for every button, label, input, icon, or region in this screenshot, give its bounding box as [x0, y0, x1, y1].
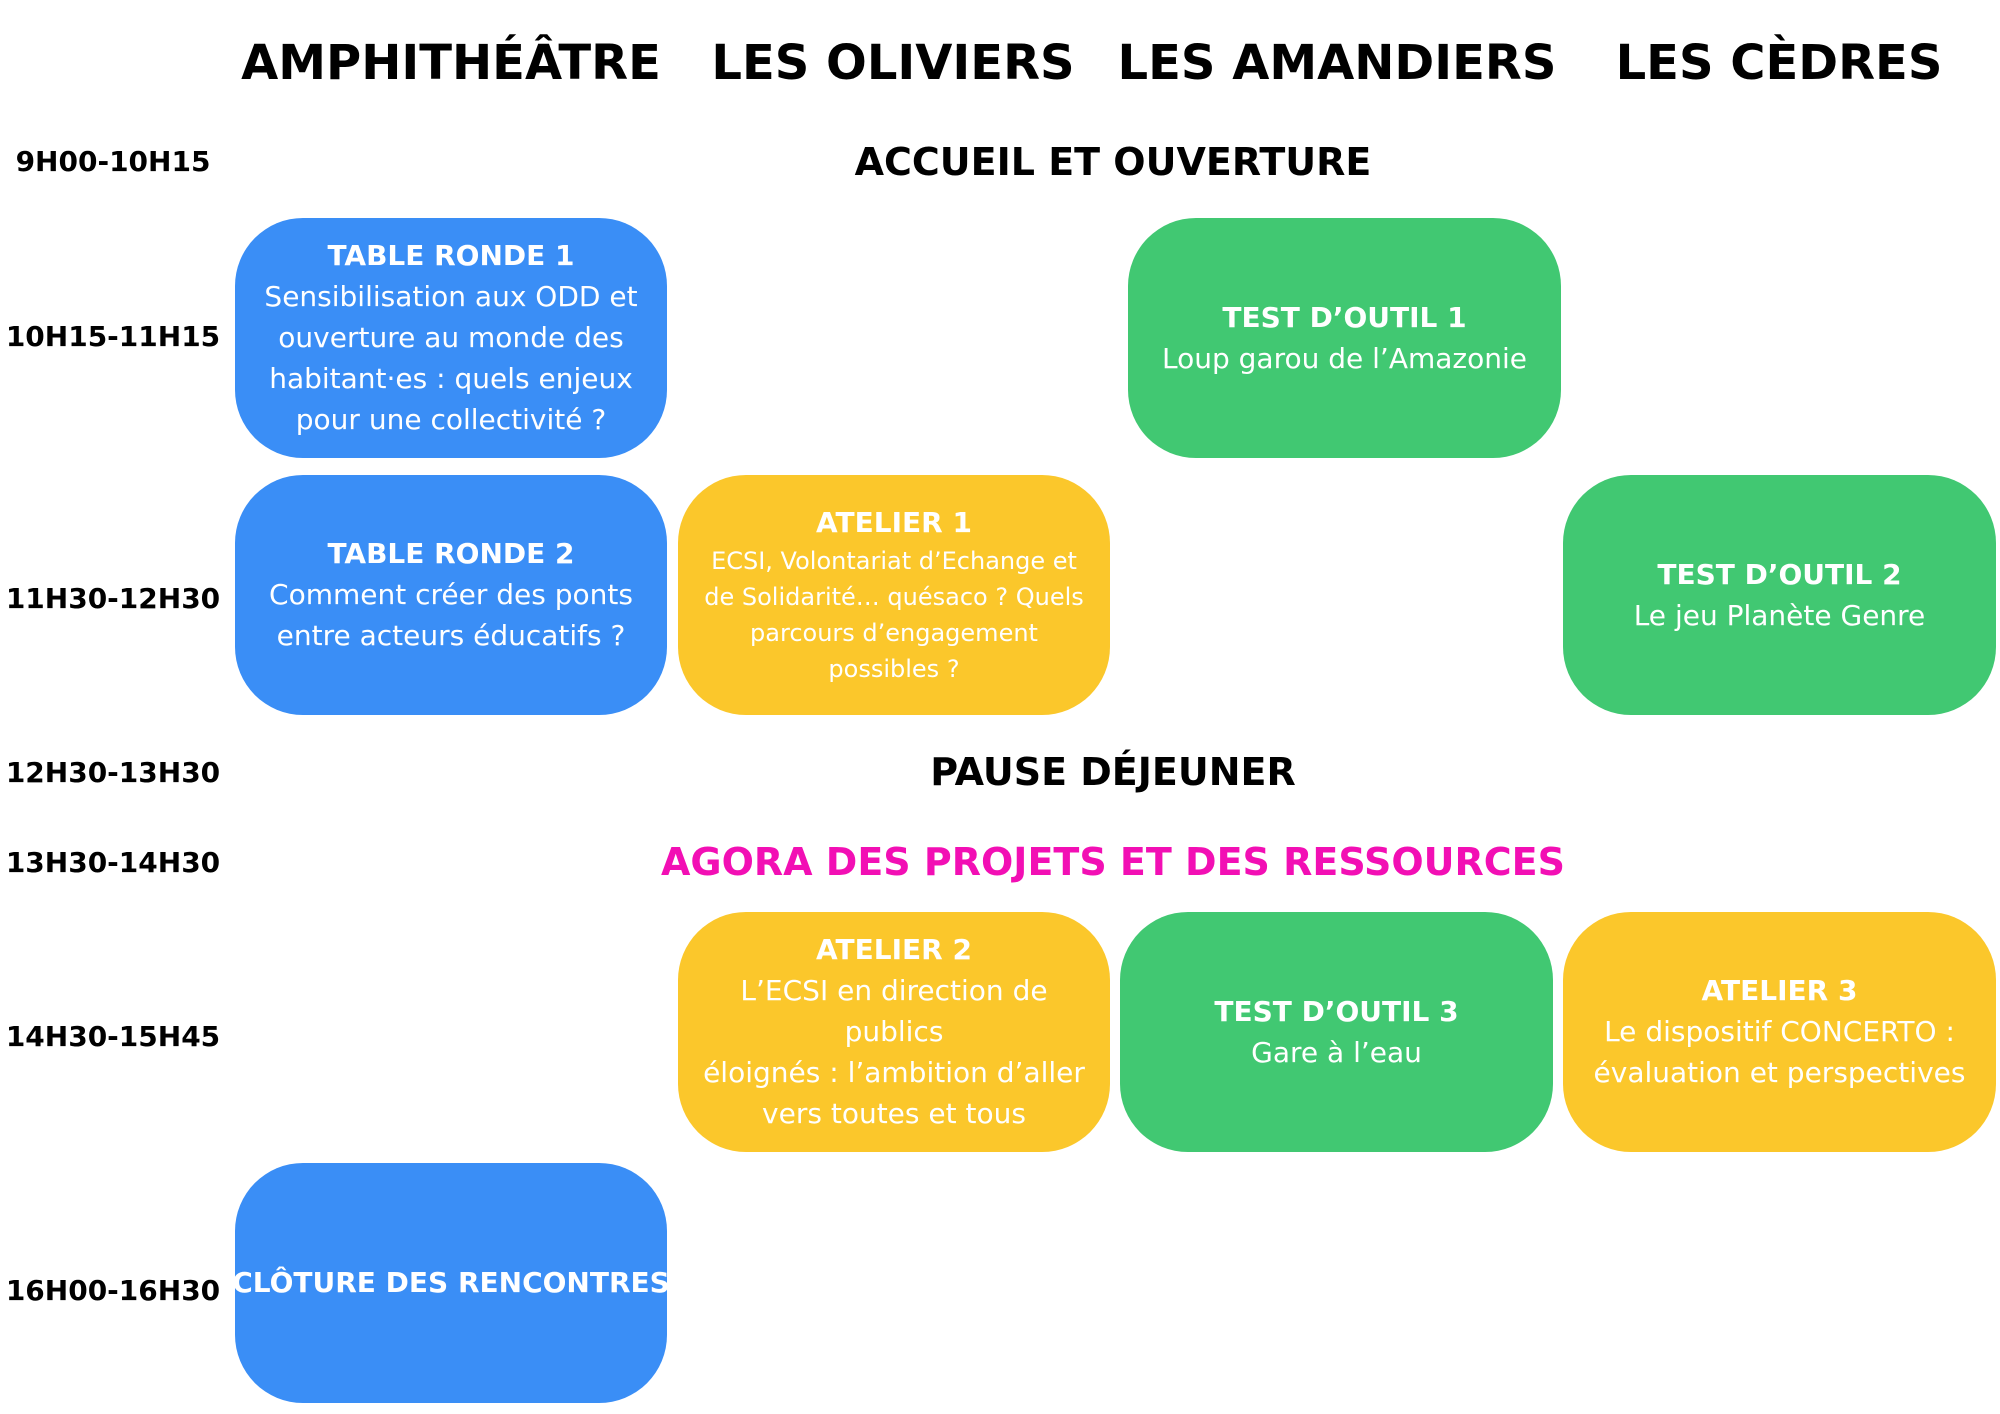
session-title: ATELIER 2 [816, 933, 972, 966]
room-header-les-cedres: LES CÈDRES [1615, 35, 1943, 91]
session-test-outil-3[interactable]: TEST D’OUTIL 3 Gare à l’eau [1120, 912, 1553, 1152]
room-header-les-amandiers: LES AMANDIERS [1117, 35, 1557, 91]
lunch-banner: PAUSE DÉJEUNER [930, 750, 1296, 794]
session-description-line: Gare à l’eau [1251, 1035, 1422, 1069]
time-slot-label: 16H00-16H30 [5, 1274, 221, 1307]
session-description-line: entre acteurs éducatifs ? [276, 619, 626, 652]
session-description-line: Le jeu Planète Genre [1633, 598, 1926, 632]
session-title: TABLE RONDE 1 [327, 239, 575, 272]
session-title: TEST D’OUTIL 3 [1214, 994, 1459, 1028]
session-table-ronde-2[interactable]: TABLE RONDE 2 Comment créer des ponts en… [235, 475, 667, 715]
session-description-line: de Solidarité… quésaco ? Quels [704, 583, 1084, 611]
session-description-line: vers toutes et tous [762, 1097, 1026, 1130]
session-atelier-1[interactable]: ATELIER 1 ECSI, Volontariat d’Echange et… [678, 475, 1110, 715]
session-title: TEST D’OUTIL 1 [1222, 300, 1467, 334]
time-slot-label: 9H00-10H15 [15, 145, 211, 178]
session-description-line: pour une collectivité ? [295, 403, 607, 436]
session-title: ATELIER 1 [816, 506, 972, 539]
session-description-line: Le dispositif CONCERTO : [1604, 1015, 1955, 1048]
session-atelier-3[interactable]: ATELIER 3 Le dispositif CONCERTO : évalu… [1563, 912, 1996, 1152]
session-description-line: Loup garou de l’Amazonie [1161, 341, 1527, 375]
session-description-line: habitant·es : quels enjeux [269, 362, 633, 395]
session-description-line: Comment créer des ponts [269, 578, 633, 611]
session-test-outil-1[interactable]: TEST D’OUTIL 1 Loup garou de l’Amazonie [1128, 218, 1561, 458]
session-atelier-2[interactable]: ATELIER 2 L’ECSI en direction de publics… [678, 912, 1110, 1152]
time-slot-label: 12H30-13H30 [5, 756, 221, 789]
session-description-line: L’ECSI en direction de publics [740, 974, 1048, 1048]
room-header-les-oliviers: LES OLIVIERS [711, 35, 1075, 91]
session-description-line: éloignés : l’ambition d’aller [703, 1056, 1085, 1089]
agora-banner: AGORA DES PROJETS ET DES RESSOURCES [660, 840, 1566, 884]
session-description-line: ECSI, Volontariat d’Echange et [711, 547, 1077, 575]
session-title: TEST D’OUTIL 2 [1657, 557, 1902, 591]
session-title: TABLE RONDE 2 [327, 537, 575, 570]
session-description-line: ouverture au monde des [278, 321, 624, 354]
session-cloture[interactable]: CLÔTURE DES RENCONTRES [232, 1163, 670, 1403]
time-slot-label: 11H30-12H30 [5, 582, 221, 615]
session-description-line: parcours d’engagement [750, 619, 1038, 647]
session-title: ATELIER 3 [1701, 974, 1858, 1007]
session-test-outil-2[interactable]: TEST D’OUTIL 2 Le jeu Planète Genre [1563, 475, 1996, 715]
time-slot-label: 14H30-15H45 [5, 1020, 221, 1053]
room-header-amphitheatre: AMPHITHÉÂTRE [241, 35, 661, 91]
session-table-ronde-1[interactable]: TABLE RONDE 1 Sensibilisation aux ODD et… [235, 218, 667, 458]
session-description-line: possibles ? [828, 655, 960, 683]
session-title: CLÔTURE DES RENCONTRES [232, 1266, 670, 1299]
session-description-line: Sensibilisation aux ODD et [264, 280, 638, 313]
welcome-banner: ACCUEIL ET OUVERTURE [854, 140, 1372, 184]
time-slot-label: 13H30-14H30 [5, 846, 221, 879]
session-description-line: évaluation et perspectives [1593, 1056, 1966, 1089]
time-slot-label: 10H15-11H15 [5, 320, 221, 353]
